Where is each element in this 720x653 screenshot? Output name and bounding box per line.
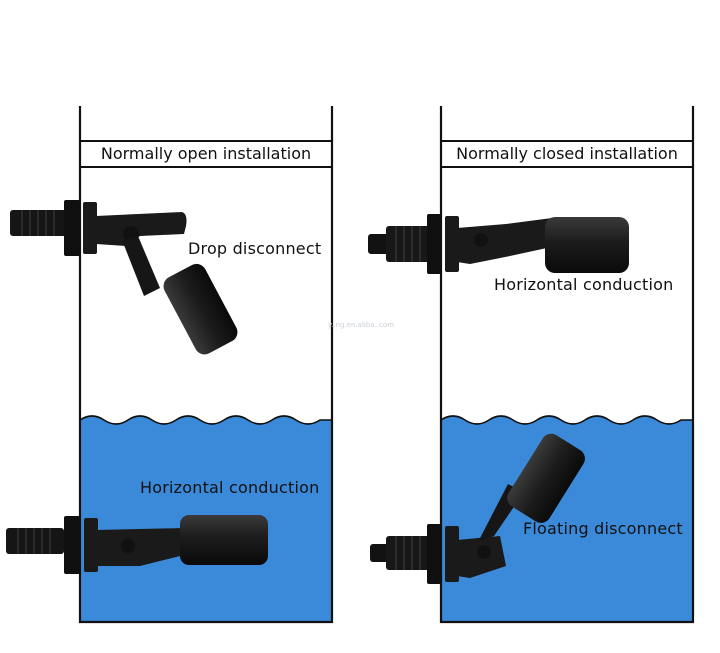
switch-pivot [474, 233, 488, 247]
switch-threaded-stem [10, 210, 68, 236]
switch-right-top-horizontal [368, 214, 629, 274]
switch-flange [445, 526, 459, 582]
switch-threaded-stem [386, 536, 430, 570]
right-tank-outline [439, 106, 695, 624]
switch-arm [96, 528, 188, 566]
switch-float [163, 263, 238, 355]
switch-pivot [121, 539, 135, 553]
left-panel-title: Normally open installation [100, 144, 312, 163]
right-water [441, 416, 693, 622]
left-wave-line [79, 415, 332, 425]
switch-left-top-drop [10, 200, 238, 355]
left-top-state-label: Drop disconnect [188, 239, 322, 258]
switch-left-bottom-horizontal [6, 515, 268, 574]
switch-float [507, 433, 585, 523]
switch-flange [83, 202, 97, 254]
switch-nut [64, 200, 80, 256]
switch-flange [84, 518, 98, 572]
right-tank [439, 106, 695, 624]
switch-arm [457, 218, 556, 264]
left-bottom-state-label: Horizontal conduction [140, 478, 320, 497]
right-top-state-label: Horizontal conduction [494, 275, 674, 294]
switch-cable [368, 234, 390, 254]
switch-threaded-stem [6, 528, 64, 554]
right-wave-line [440, 415, 693, 425]
switch-right-bottom-floating [370, 433, 585, 584]
watermark: y..ng.en.aliba..com [328, 321, 394, 329]
switch-float [545, 217, 629, 273]
switch-threaded-stem [386, 226, 430, 262]
switch-float [180, 515, 268, 565]
switch-nut [64, 516, 80, 574]
right-panel-title: Normally closed installation [456, 144, 678, 163]
left-tank-outline [78, 106, 334, 624]
switch-nut [427, 524, 441, 584]
switch-hinge-link [122, 236, 160, 296]
switch-arm [96, 212, 187, 246]
switch-pivot [477, 545, 491, 559]
switch-flange [445, 216, 459, 272]
right-bottom-state-label: Floating disconnect [523, 519, 683, 538]
switch-nut [427, 214, 441, 274]
